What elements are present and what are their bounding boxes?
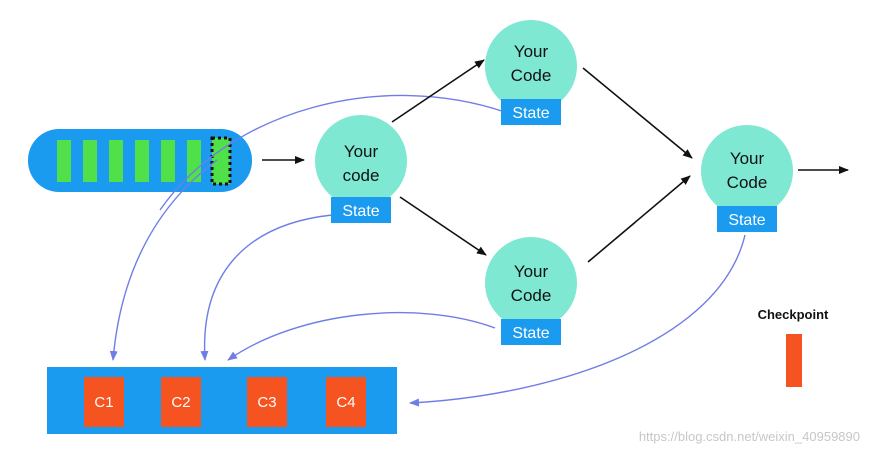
operator-bottom-label-2: Code	[511, 286, 552, 305]
dataflow-arrows	[262, 59, 849, 263]
checkpoint-barrier	[210, 136, 232, 186]
operator-top-state-label: State	[512, 105, 549, 122]
operator-bottom-label-1: Your	[514, 262, 549, 281]
operator-sink-state-label: State	[728, 212, 765, 229]
snapshot-arrow-bottom-state	[227, 311, 496, 361]
queue-record	[83, 140, 97, 182]
operator-source-state-label: State	[342, 203, 379, 220]
operator-sink-label-1: Your	[730, 149, 765, 168]
checkpoint-c3: C3	[247, 377, 287, 427]
operator-source-label-1: Your	[344, 142, 379, 161]
input-queue	[28, 129, 252, 192]
operator-bottom: Your Code State	[485, 237, 577, 345]
operator-top: Your Code State	[485, 20, 577, 125]
snapshot-arrow-top-state	[159, 94, 506, 211]
checkpoint-legend: Checkpoint	[758, 307, 829, 387]
queue-record	[57, 140, 71, 182]
snapshot-arrows	[109, 94, 746, 407]
checkpoint-c3-label: C3	[257, 394, 276, 411]
operator-sink-state-box	[717, 206, 777, 232]
checkpoint-c1-label: C1	[94, 394, 113, 411]
operator-top-label-2: Code	[511, 66, 552, 85]
queue-record	[135, 140, 149, 182]
checkpoint-c1: C1	[84, 377, 124, 427]
checkpoint-c4-box	[326, 377, 366, 427]
checkpoint-c2-label: C2	[171, 394, 190, 411]
arrow-source-to-top	[391, 59, 485, 123]
queue-record	[161, 140, 175, 182]
legend-label: Checkpoint	[758, 307, 829, 322]
operator-source-circle	[315, 115, 407, 207]
operator-top-circle	[485, 20, 577, 112]
operator-sink-circle	[701, 125, 793, 217]
legend-swatch	[786, 334, 802, 387]
operator-bottom-state-box	[501, 319, 561, 345]
operator-bottom-circle	[485, 237, 577, 329]
watermark: https://blog.csdn.net/weixin_40959890	[639, 429, 860, 444]
operator-top-label-1: Your	[514, 42, 549, 61]
checkpoint-c3-box	[247, 377, 287, 427]
operator-source-label-2: code	[343, 166, 380, 185]
checkpoint-c1-box	[84, 377, 124, 427]
checkpoint-c2-box	[161, 377, 201, 427]
operator-top-state-box	[501, 99, 561, 125]
operator-bottom-state-label: State	[512, 325, 549, 342]
operator-sink-label-2: Code	[727, 173, 768, 192]
queue-record	[109, 140, 123, 182]
checkpoint-c4-label: C4	[336, 394, 355, 411]
arrow-bottom-to-sink	[587, 175, 691, 263]
arrow-source-to-bottom	[399, 196, 487, 256]
operator-source: Your code State	[315, 115, 407, 223]
checkpoint-c4: C4	[326, 377, 366, 427]
snapshot-arrow-offset	[109, 159, 218, 361]
arrow-top-to-sink	[582, 67, 693, 159]
snapshot-arrow-sink-state	[409, 234, 746, 407]
snapshot-arrow-source-state	[200, 214, 333, 361]
operator-source-state-box	[331, 197, 391, 223]
checkpoint-c2: C2	[161, 377, 201, 427]
queue-record	[187, 140, 201, 182]
operator-sink: Your Code State	[701, 125, 793, 232]
